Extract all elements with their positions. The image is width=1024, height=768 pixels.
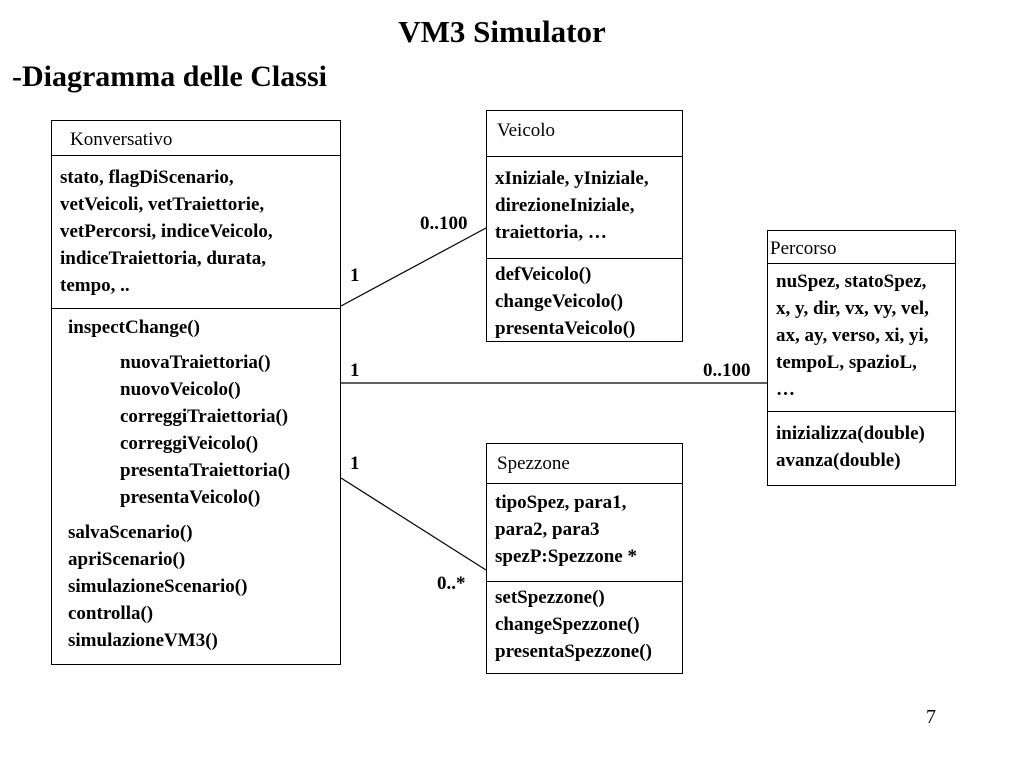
attribute-line: stato, flagDiScenario, [60,167,234,188]
attribute-line: nuSpez, statoSpez, [776,271,927,292]
operation-line: apriScenario() [68,549,186,570]
attribute-line: tipoSpez, para1, [495,492,627,513]
class-name-section: Percorso [768,231,955,263]
attribute-line: para2, para3 [495,519,600,540]
class-veicolo: Veicolo xIniziale, yIniziale, direzioneI… [486,110,683,342]
attribute-line: vetPercorsi, indiceVeicolo, [60,221,273,242]
attributes-section: stato, flagDiScenario, vetVeicoli, vetTr… [52,155,340,308]
attribute-line: spezP:Spezzone * [495,546,637,567]
attribute-line: tempo, .. [60,275,130,296]
operations-section: defVeicolo() changeVeicolo() presentaVei… [487,258,682,342]
class-name: Konversativo [70,129,173,150]
class-spezzone: Spezzone tipoSpez, para1, para2, para3 s… [486,443,683,674]
operation-line: changeSpezzone() [495,614,640,635]
class-percorso: Percorso nuSpez, statoSpez, x, y, dir, v… [767,230,956,486]
attribute-line: traiettoria, … [495,222,607,243]
page-number: 7 [926,706,936,728]
attribute-line: direzioneIniziale, [495,195,635,216]
operation-line: simulazioneVM3() [68,630,218,651]
operation-line: nuovoVeicolo() [120,379,241,400]
operation-line: changeVeicolo() [495,291,624,312]
operation-line: nuovaTraiettoria() [120,352,271,373]
operation-line: inspectChange() [68,317,200,338]
operation-line: presentaVeicolo() [495,318,636,339]
class-name-section: Konversativo [52,121,340,155]
operation-line: inizializza(double) [776,423,925,444]
slide-title: VM3 Simulator [398,14,606,49]
operation-line: salvaScenario() [68,522,193,543]
operations-section: inspectChange() nuovaTraiettoria() nuovo… [52,308,340,654]
operation-line: presentaTraiettoria() [120,460,291,481]
multiplicity-konv-spezzone-target: 0..* [437,573,466,594]
operation-line: presentaSpezzone() [495,641,652,662]
attribute-line: indiceTraiettoria, durata, [60,248,266,269]
attributes-section: xIniziale, yIniziale, direzioneIniziale,… [487,156,682,258]
multiplicity-konv-veicolo-target: 0..100 [420,213,468,234]
operation-line: presentaVeicolo() [120,487,261,508]
association-konversativo-veicolo [340,227,487,307]
attribute-line: xIniziale, yIniziale, [495,168,649,189]
operation-line: avanza(double) [776,450,901,471]
attribute-line: x, y, dir, vx, vy, vel, [776,298,929,319]
class-name: Spezzone [497,453,570,474]
class-name: Veicolo [497,120,556,141]
class-name: Percorso [770,238,837,259]
slide-subtitle: -Diagramma delle Classi [12,60,327,93]
attribute-line: vetVeicoli, vetTraiettorie, [60,194,265,215]
class-konversativo: Konversativo stato, flagDiScenario, vetV… [51,120,341,665]
attribute-line: tempoL, spazioL, [776,352,917,373]
multiplicity-konv-percorso-source: 1 [350,360,360,381]
attribute-line: … [776,379,795,400]
operation-line: correggiVeicolo() [120,433,259,454]
association-konversativo-spezzone [340,477,487,571]
attributes-section: tipoSpez, para1, para2, para3 spezP:Spez… [487,483,682,581]
multiplicity-konv-spezzone-source: 1 [350,453,360,474]
operations-section: setSpezzone() changeSpezzone() presentaS… [487,581,682,665]
operation-line: simulazioneScenario() [68,576,248,597]
operation-line: controlla() [68,603,154,624]
multiplicity-konv-veicolo-source: 1 [350,265,360,286]
class-name-section: Spezzone [487,444,682,483]
attribute-line: ax, ay, verso, xi, yi, [776,325,929,346]
multiplicity-konv-percorso-target: 0..100 [703,360,751,381]
operation-line: setSpezzone() [495,587,605,608]
operation-line: correggiTraiettoria() [120,406,289,427]
operations-section: inizializza(double) avanza(double) [768,411,955,474]
attributes-section: nuSpez, statoSpez, x, y, dir, vx, vy, ve… [768,263,955,411]
class-name-section: Veicolo [487,111,682,156]
operation-line: defVeicolo() [495,264,592,285]
